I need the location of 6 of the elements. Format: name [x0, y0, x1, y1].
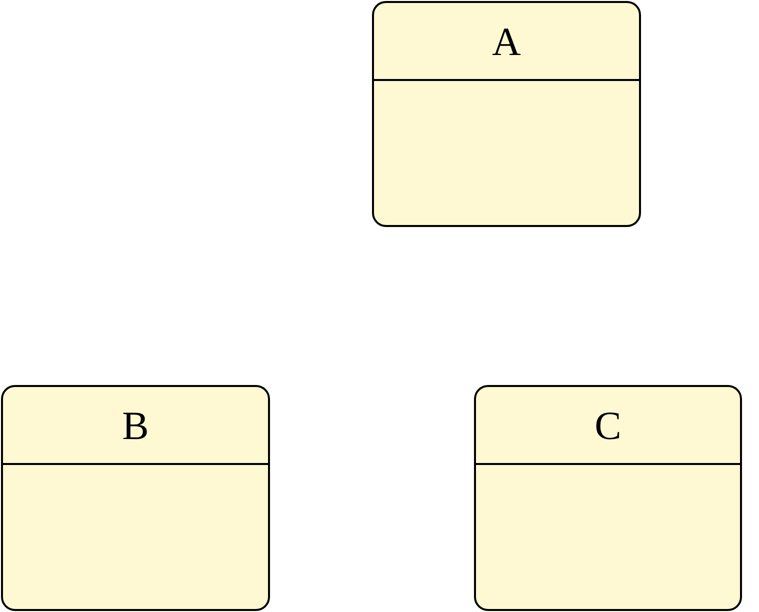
- class-box: [1, 385, 270, 611]
- class-name: B: [122, 402, 149, 448]
- class-name: A: [492, 18, 521, 64]
- class-box: [474, 385, 742, 611]
- class-name: C: [594, 402, 622, 448]
- class-box: [372, 1, 641, 227]
